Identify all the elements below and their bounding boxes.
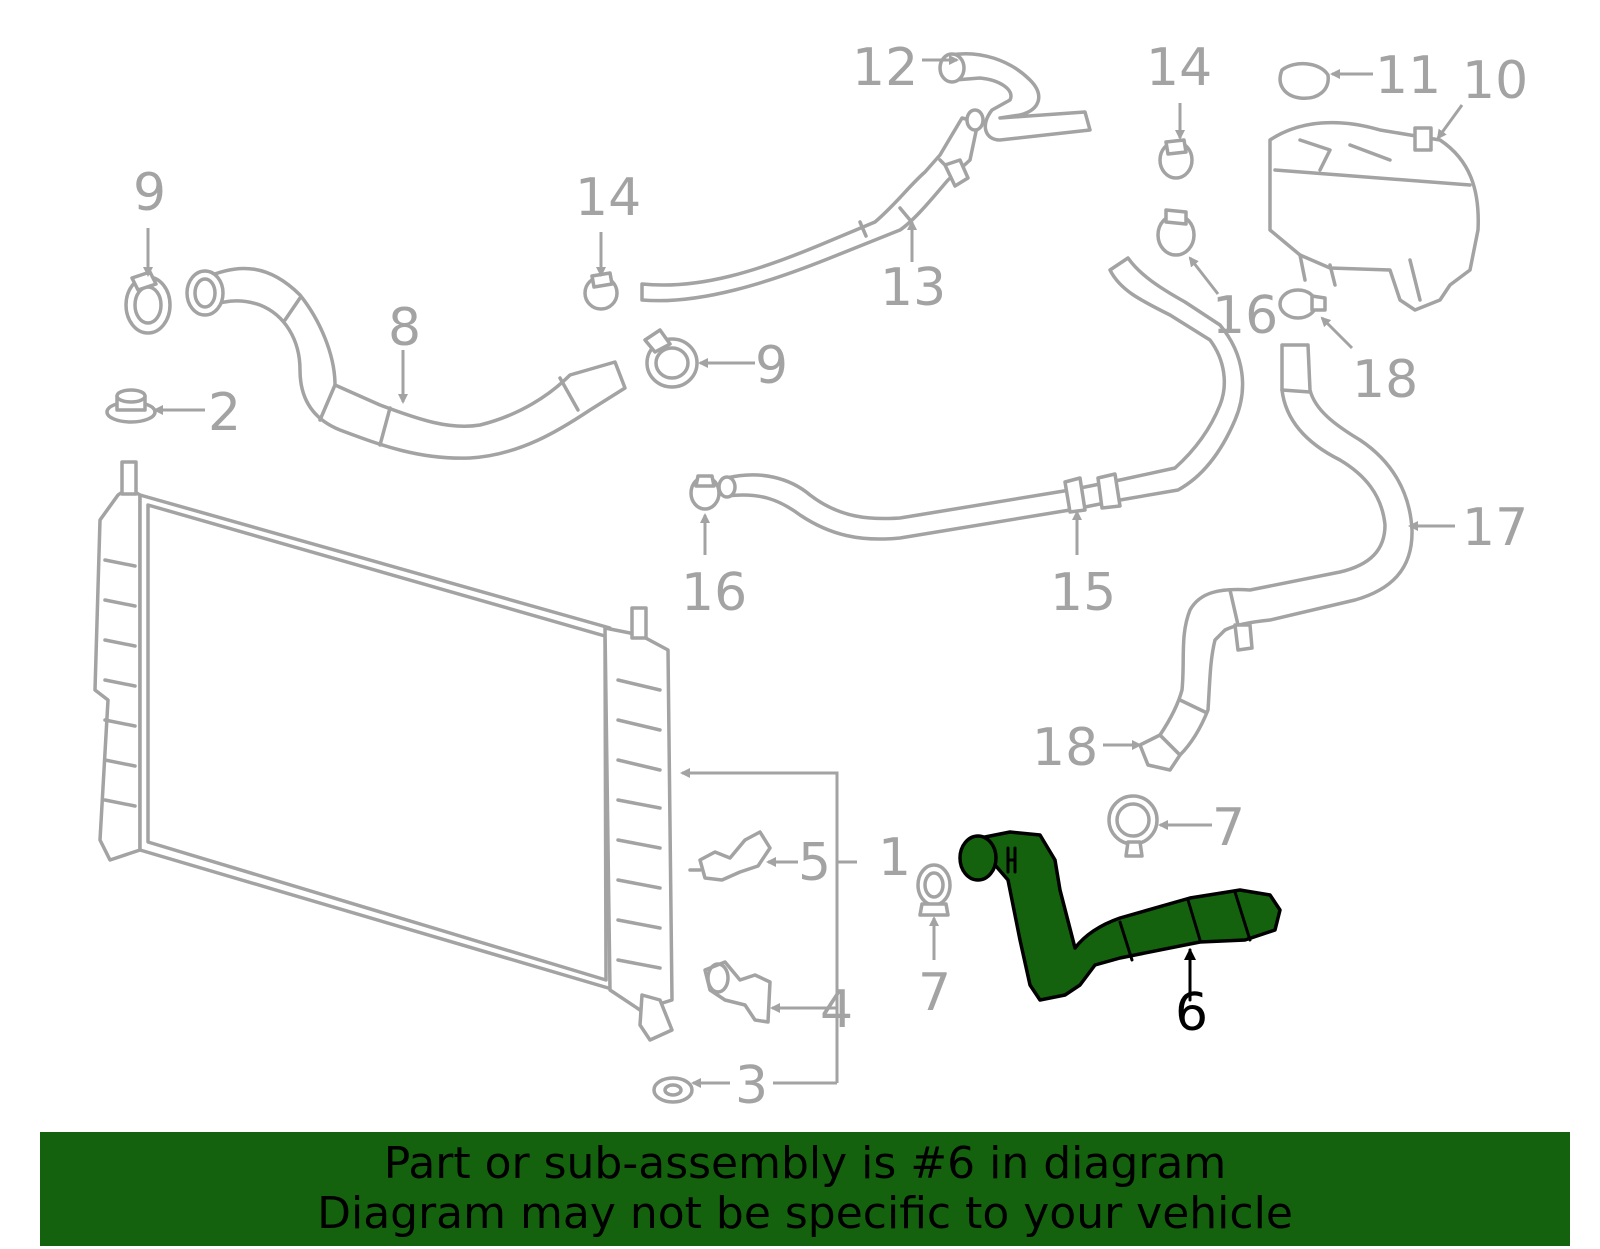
callout-16-upper: 16 [1212,286,1278,346]
radiator[interactable] [93,460,674,1042]
callout-1: 1 [878,828,911,888]
callout-9-left: 9 [133,163,166,223]
hose-clamp-9-right[interactable] [643,328,699,389]
callout-10: 10 [1462,51,1528,111]
callout-14-right: 14 [1146,38,1212,98]
drain-valve-4[interactable] [703,960,772,1024]
callout-18-upper: 18 [1352,350,1418,410]
clamp-16-lower[interactable] [689,474,721,511]
callout-16-lower: 16 [681,563,747,623]
info-banner: Part or sub-assembly is #6 in diagram Di… [40,1132,1570,1246]
callout-13: 13 [880,258,946,318]
clamp-7-lower[interactable] [916,863,952,917]
banner-line-2: Diagram may not be specific to your vehi… [317,1188,1293,1239]
callout-8: 8 [388,298,421,358]
hose-13[interactable] [640,116,980,303]
banner-line-1: Part or sub-assembly is #6 in diagram [383,1138,1227,1189]
clamp-14-left[interactable] [583,271,619,311]
callout-4: 4 [820,980,853,1040]
callout-15: 15 [1050,563,1116,623]
hose-clamp-9-left[interactable] [124,270,172,335]
upper-radiator-hose-8[interactable] [185,266,627,460]
drain-plug[interactable] [105,388,157,424]
callout-11: 11 [1375,46,1441,106]
callout-2: 2 [208,383,241,443]
sensor-5[interactable] [688,830,772,882]
callout-labels: 12 14 11 10 9 14 9 8 13 16 18 2 17 16 15… [133,38,1528,1116]
clamp-14-right[interactable] [1158,138,1194,180]
coolant-reservoir-10[interactable] [1268,120,1480,312]
callout-14-left: 14 [575,168,641,228]
hose-17[interactable] [1158,343,1414,757]
leader-lines [143,55,1464,1088]
hose-12[interactable] [938,52,1092,142]
grommet-3[interactable] [652,1076,694,1104]
callout-5: 5 [798,833,831,893]
clamp-18-lower[interactable] [1138,733,1182,772]
lower-radiator-hose-6[interactable] [958,830,1282,1002]
hose-15[interactable] [717,256,1245,541]
callout-3: 3 [735,1056,768,1116]
clamp-7-upper[interactable] [1107,794,1159,858]
callout-12: 12 [852,38,918,98]
clamp-16-upper[interactable] [1156,208,1196,257]
callout-6: 6 [1175,983,1208,1043]
callout-7-lower: 7 [918,963,951,1023]
callout-18-lower: 18 [1032,718,1098,778]
callout-9-right: 9 [755,336,788,396]
callout-7-upper: 7 [1212,798,1245,858]
clamp-18-upper[interactable] [1278,288,1327,320]
callout-17: 17 [1462,498,1528,558]
reservoir-cap-11[interactable] [1278,62,1330,100]
